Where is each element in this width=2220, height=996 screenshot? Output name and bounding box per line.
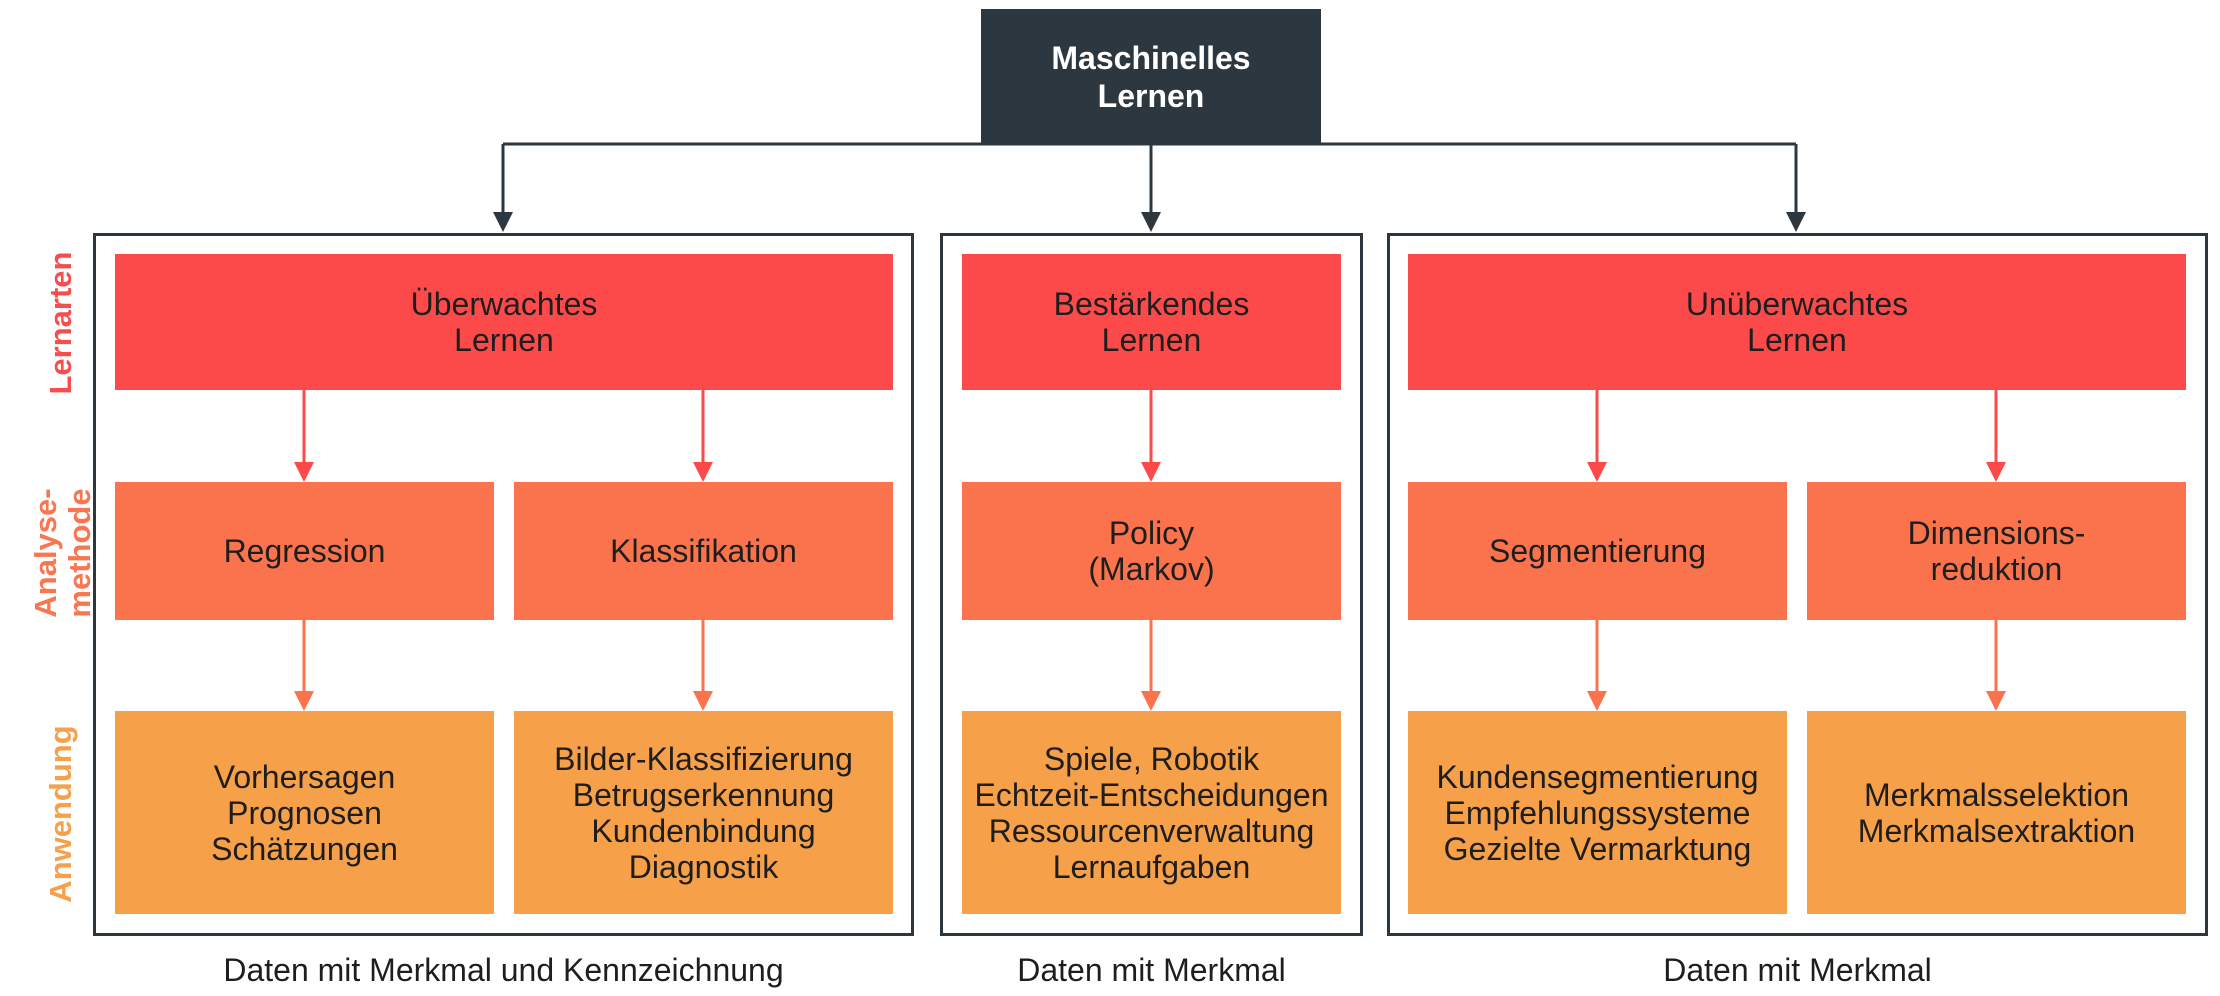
method-segmentierung: Segmentierung (1408, 482, 1787, 620)
method-policy: Policy (Markov) (962, 482, 1341, 620)
connectors-method-application (294, 620, 2006, 711)
method-klassifikation: Klassifikation (514, 482, 893, 620)
caption-unsupervised: Daten mit Merkmal (1663, 952, 1932, 988)
caption-reinforcement: Daten mit Merkmal (1017, 952, 1286, 988)
application-segmentierung: Kundensegmentierung Empfehlungssysteme G… (1408, 711, 1787, 914)
arrowhead-right (1786, 212, 1806, 232)
row-label-analysemethode: Analyse- methode (28, 488, 97, 618)
root-node: Maschinelles Lernen (981, 9, 1321, 144)
connectors-lernart-method (294, 390, 2006, 482)
application-policy: Spiele, Robotik Echtzeit-Entscheidungen … (962, 711, 1341, 914)
group-unsupervised (1387, 233, 2208, 936)
arrowhead-left (493, 212, 513, 232)
application-dimensionsreduktion: Merkmalsselektion Merkmalsextraktion (1807, 711, 2186, 914)
learning-type-unsupervised: Unüberwachtes Lernen (1408, 254, 2186, 390)
application-regression: Vorhersagen Prognosen Schätzungen (115, 711, 494, 914)
root-label: Maschinelles Lernen (1051, 39, 1251, 114)
application-klassifikation: Bilder-Klassifizierung Betrugserkennung … (514, 711, 893, 914)
group-reinforcement (940, 233, 1363, 936)
row-label-anwendung: Anwendung (43, 725, 78, 903)
learning-type-reinforcement: Bestärkendes Lernen (962, 254, 1341, 390)
group-supervised (93, 233, 914, 936)
row-label-lernarten: Lernarten (43, 251, 78, 395)
learning-type-supervised: Überwachtes Lernen (115, 254, 893, 390)
method-regression: Regression (115, 482, 494, 620)
arrowhead-middle (1141, 212, 1161, 232)
method-dimensionsreduktion: Dimensions- reduktion (1807, 482, 2186, 620)
caption-supervised: Daten mit Merkmal und Kennzeichnung (223, 952, 784, 988)
